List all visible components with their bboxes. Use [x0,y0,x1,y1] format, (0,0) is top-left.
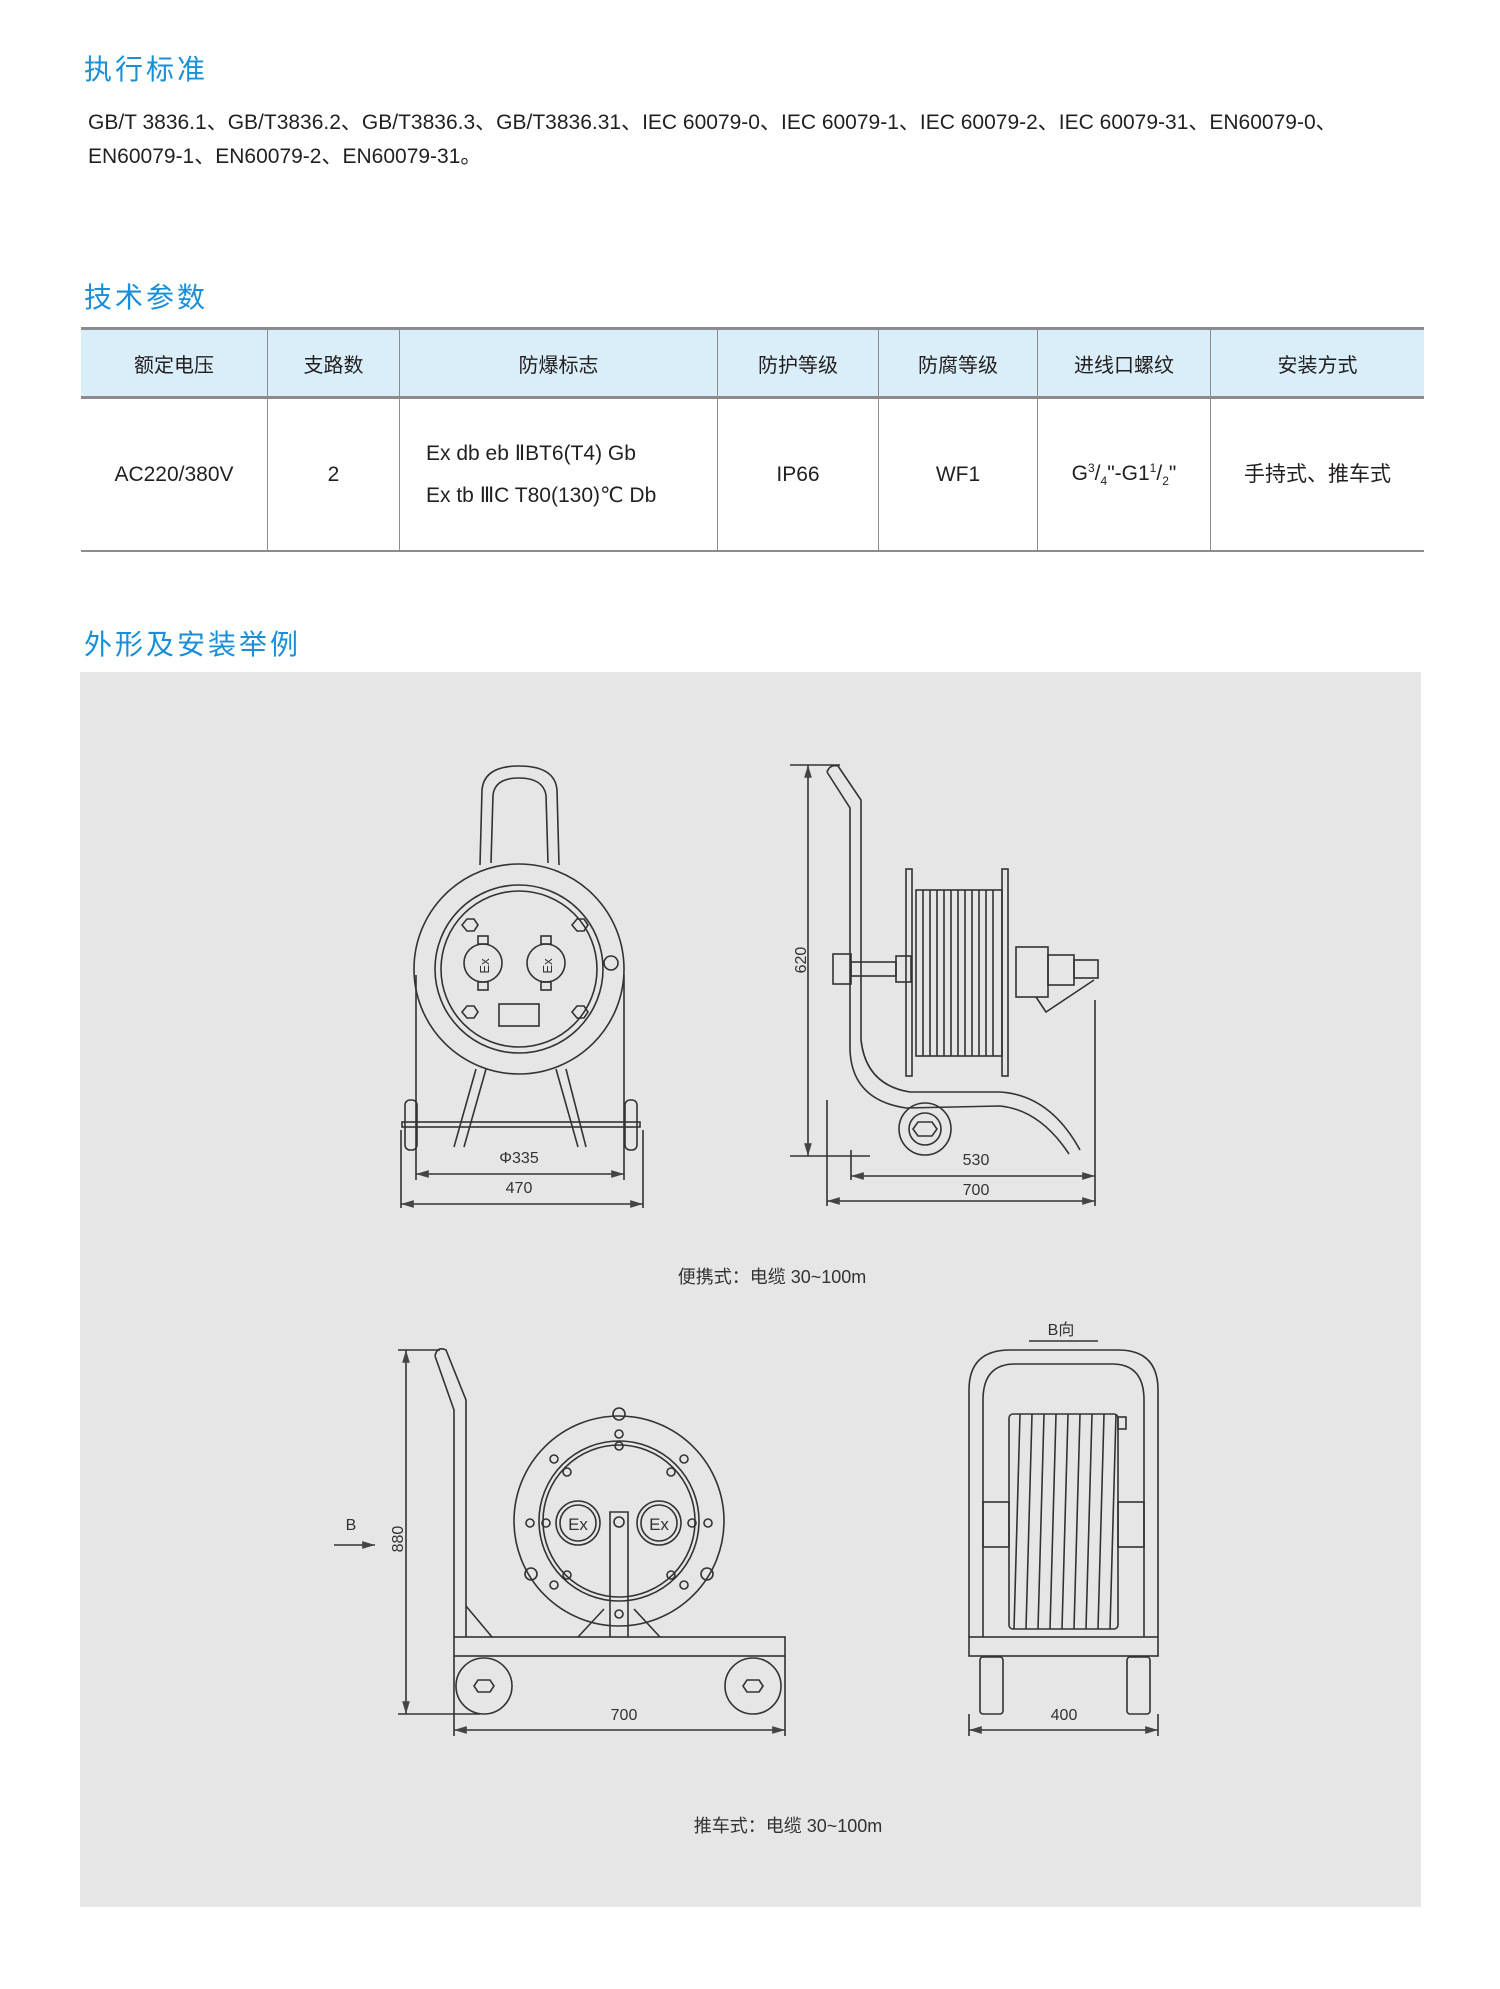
dim-cart-height: 880 [390,1526,407,1553]
cell-anticorrosion: WF1 [878,397,1038,552]
socket-icon [555,1500,601,1546]
dim-cart-length: 700 [611,1707,638,1724]
ex-mark-line-1: Ex db eb ⅡBT6(T4) Gb [426,441,636,465]
cart-side-view [334,1348,786,1736]
col-install: 安装方式 [1210,327,1424,399]
socket-label: Ex [540,958,555,974]
standards-title: 执行标准 [84,53,209,86]
cart-b-view [968,1340,1159,1736]
cell-ex-mark: Ex db eb ⅡBT6(T4) Gb Ex tb ⅢC T80(130)℃ … [399,397,718,552]
ex-mark-line-2: Ex tb ⅢC T80(130)℃ Db [426,483,657,507]
dim-height: 620 [793,947,810,974]
dim-cart-width: 400 [1051,1707,1078,1724]
cell-branches: 2 [267,397,400,552]
col-voltage: 额定电压 [81,327,268,399]
cart-caption: 推车式：电缆 30~100m [694,1816,883,1836]
col-ex-mark: 防爆标志 [399,327,718,399]
col-thread: 进线口螺纹 [1037,327,1211,399]
socket-icon [526,935,566,991]
params-title: 技术参数 [84,281,209,314]
dim-530: 530 [963,1152,990,1169]
view-arrow-label: B [346,1517,357,1534]
cell-voltage: AC220/380V [81,397,268,552]
table-row: AC220/380V 2 Ex db eb ⅡBT6(T4) Gb Ex tb … [81,397,1424,552]
portable-front-view [401,765,641,1151]
cell-thread: G3/4"-G11/2" [1037,397,1211,552]
cell-install: 手持式、推车式 [1210,397,1424,552]
socket-label: Ex [477,958,492,974]
socket-label: Ex [649,1515,669,1534]
dim-width: 470 [506,1180,533,1197]
drawing-panel [80,672,1421,1907]
col-branches: 支路数 [267,327,400,399]
view-label: B向 [1048,1321,1075,1339]
standards-text: GB/T 3836.1、GB/T3836.2、GB/T3836.3、GB/T38… [88,111,1337,168]
cell-ip: IP66 [717,397,879,552]
socket-label: Ex [568,1515,588,1534]
col-anticorrosion: 防腐等级 [878,327,1038,399]
portable-caption: 便携式：电缆 30~100m [678,1267,867,1287]
tech-params-table: 额定电压 支路数 防爆标志 防护等级 防腐等级 进线口螺纹 安装方式 AC220… [81,327,1424,552]
outline-title: 外形及安装举例 [84,628,302,661]
dim-700: 700 [963,1182,990,1199]
col-ip: 防护等级 [717,327,879,399]
portable-side-view [790,764,1099,1206]
socket-icon [463,935,503,991]
dim-diameter: Φ335 [499,1150,539,1167]
socket-icon [636,1500,682,1546]
table-header-row: 额定电压 支路数 防爆标志 防护等级 防腐等级 进线口螺纹 安装方式 [81,327,1424,399]
